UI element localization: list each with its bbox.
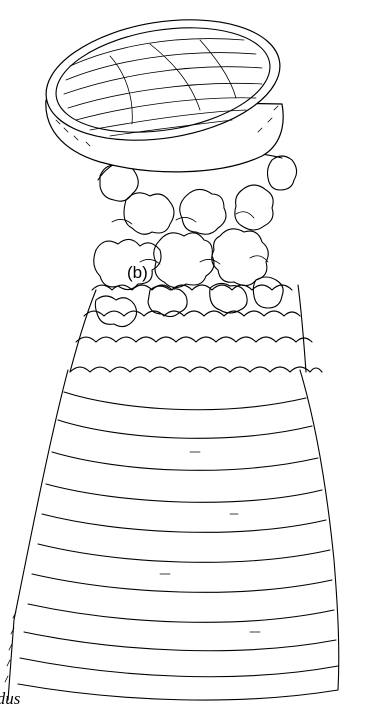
panel-label: (b) (127, 264, 148, 281)
species-name-fragment: idus (0, 690, 20, 707)
annulated-body (5, 370, 339, 700)
cap-plate (37, 4, 288, 172)
papillate-region (70, 151, 322, 372)
